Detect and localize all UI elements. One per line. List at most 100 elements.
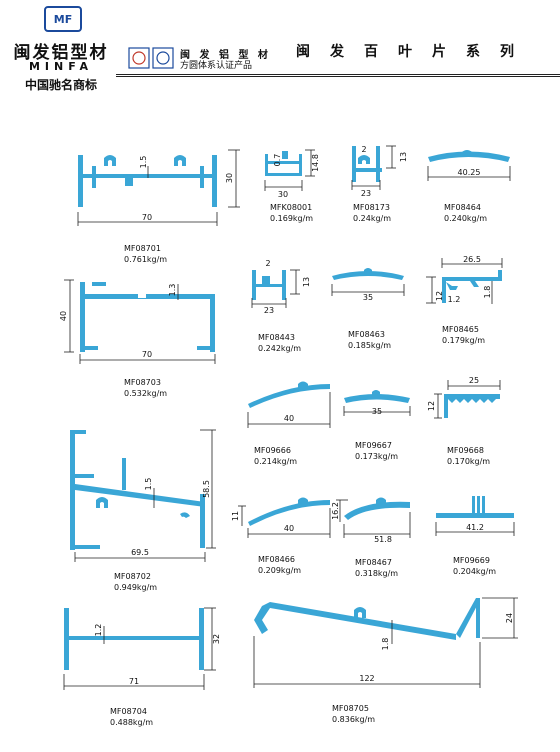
brand-name-cn: 闽发铝型材 — [13, 43, 109, 63]
dim-mf09668-width: 25 — [469, 376, 479, 385]
product-label-mf08173: MF08173 0.24kg/m — [353, 202, 391, 224]
dimension-lines-mf08701 — [77, 149, 240, 226]
product-weight: 0.214kg/m — [254, 457, 298, 466]
product-weight: 0.488kg/m — [110, 718, 154, 727]
product-code: MF08705 — [332, 704, 369, 713]
product-weight: 0.318kg/m — [355, 569, 399, 578]
product-label-mf09668: MF09668 0.170kg/m — [447, 445, 490, 467]
profile-shape-mf08702 — [70, 430, 205, 550]
profile-shape-mfk08001 — [265, 151, 302, 176]
product-weight: 0.209kg/m — [258, 566, 302, 575]
product-weight: 0.179kg/m — [442, 336, 486, 345]
product-code: MF08173 — [353, 203, 390, 212]
dim-mf08467-height: 16.2 — [331, 502, 340, 520]
product-weight: 0.240kg/m — [444, 214, 488, 223]
product-weight: 0.24kg/m — [353, 214, 392, 223]
dim-mf08704-width: 71 — [129, 677, 139, 686]
product-label-mf08464: MF08464 0.240kg/m — [444, 202, 487, 224]
product-label-mf09666: MF09666 0.214kg/m — [254, 445, 297, 467]
dimension-lines-mf08704 — [63, 607, 216, 690]
dim-mf08705-width: 122 — [359, 674, 374, 683]
dimension-lines-mfk08001 — [264, 149, 315, 191]
brand-trademark: 中国驰名商标 — [24, 78, 97, 92]
dim-mf08702-wall: 1.5 — [144, 478, 153, 491]
product-code: MF08466 — [258, 555, 295, 564]
product-label-mf08463: MF08463 0.185kg/m — [348, 329, 391, 351]
profile-shape-mf08443 — [252, 270, 286, 300]
dim-mf08703-height: 40 — [59, 311, 68, 321]
dim-mf08443-wall: 2 — [265, 259, 270, 268]
dim-mf08705-wall: 1.8 — [381, 638, 390, 651]
product-label-mf08466: MF08466 0.209kg/m — [258, 554, 301, 576]
profile-shape-mf08466 — [248, 497, 330, 526]
profile-shape-mf09667 — [344, 390, 410, 403]
product-code: MF08463 — [348, 330, 385, 339]
logo-emblem-text: MF — [54, 13, 72, 26]
dim-mf08466-height: 11 — [231, 511, 240, 521]
dimension-lines-mf09666 — [247, 392, 331, 428]
profile-shape-mf08464 — [428, 150, 510, 162]
dimension-lines-mf08703 — [64, 279, 216, 364]
product-weight: 0.242kg/m — [258, 344, 302, 353]
dimension-lines-mf08702 — [74, 429, 216, 562]
dim-mf09668-height: 12 — [427, 401, 436, 411]
product-weight: 0.173kg/m — [355, 452, 399, 461]
product-weight: 0.532kg/m — [124, 389, 168, 398]
dim-mf08173-height: 13 — [399, 152, 408, 162]
profile-shape-mf08173 — [352, 146, 382, 182]
profile-shape-mf09669 — [436, 496, 514, 518]
dim-mfk08001-width: 30 — [278, 190, 288, 199]
product-label-mf09669: MF09669 0.204kg/m — [453, 555, 496, 577]
dimension-lines-mf09668 — [434, 380, 501, 419]
product-label-mf08467: MF08467 0.318kg/m — [355, 557, 398, 579]
profile-shape-mf08467 — [344, 497, 410, 520]
dim-mf09666-width: 40 — [284, 414, 294, 423]
product-weight: 0.204kg/m — [453, 567, 497, 576]
dim-mf08464-width: 40.25 — [458, 168, 481, 177]
product-label-mf08703: MF08703 0.532kg/m — [124, 377, 167, 399]
product-code: MF08702 — [114, 572, 151, 581]
cert-brand: 闽 发 铝 型 材 — [180, 50, 271, 61]
product-code: MF08703 — [124, 378, 161, 387]
dimension-lines-mf08173 — [351, 145, 396, 190]
product-code: MF08701 — [124, 244, 161, 253]
profile-shape-mf08463 — [332, 268, 404, 280]
product-weight: 0.169kg/m — [270, 214, 314, 223]
product-weight: 0.185kg/m — [348, 341, 392, 350]
dim-mf08702-height: 58.5 — [202, 480, 211, 498]
dimension-lines-mf08705 — [253, 597, 518, 688]
profile-shape-mf08703 — [80, 282, 215, 352]
product-label-mfk08001: MFK08001 0.169kg/m — [270, 202, 313, 224]
dim-mf08704-height: 32 — [212, 634, 221, 644]
dimension-lines-mf09669 — [435, 522, 515, 536]
profile-shape-mf09666 — [248, 381, 330, 408]
brand-logo: MF 闽发铝型材 MINFA 中国驰名商标 — [6, 6, 116, 96]
product-weight: 0.836kg/m — [332, 715, 376, 724]
product-weight: 0.949kg/m — [114, 583, 158, 592]
product-code: MF08704 — [110, 707, 147, 716]
product-code: MF08465 — [442, 325, 479, 334]
certification-icon — [128, 47, 174, 69]
dim-mfk08001-wall: 0.7 — [273, 154, 282, 167]
dim-mf08173-wall: 2 — [361, 145, 366, 154]
dimension-lines-mf08466 — [238, 505, 331, 538]
dimension-lines-mf09667 — [343, 406, 411, 416]
product-label-mf08705: MF08705 0.836kg/m — [332, 703, 375, 725]
product-label-mf08704: MF08704 0.488kg/m — [110, 706, 153, 728]
dim-mf08173-width: 23 — [361, 189, 371, 198]
product-label-mf08702: MF08702 0.949kg/m — [114, 571, 157, 593]
dim-mf08705-height: 24 — [505, 613, 514, 623]
dim-mf08702-width: 69.5 — [131, 548, 149, 557]
dim-mf08465-height: 12 — [435, 291, 444, 301]
header: MF 闽发铝型材 MINFA 中国驰名商标 闽 发 铝 型 材 方圆体系认证产品… — [0, 0, 560, 100]
product-weight: 0.170kg/m — [447, 457, 491, 466]
dim-mf08701-wall: 1.5 — [139, 156, 148, 169]
product-weight: 0.761kg/m — [124, 255, 168, 264]
dim-mf08465-width: 26.5 — [463, 255, 481, 264]
dim-mf08466-width: 40 — [284, 524, 294, 533]
dim-mf08701-width: 70 — [142, 213, 152, 222]
product-code: MF09669 — [453, 556, 490, 565]
dimension-lines-mf08467 — [336, 499, 411, 538]
profile-shape-mf08701 — [78, 155, 217, 207]
